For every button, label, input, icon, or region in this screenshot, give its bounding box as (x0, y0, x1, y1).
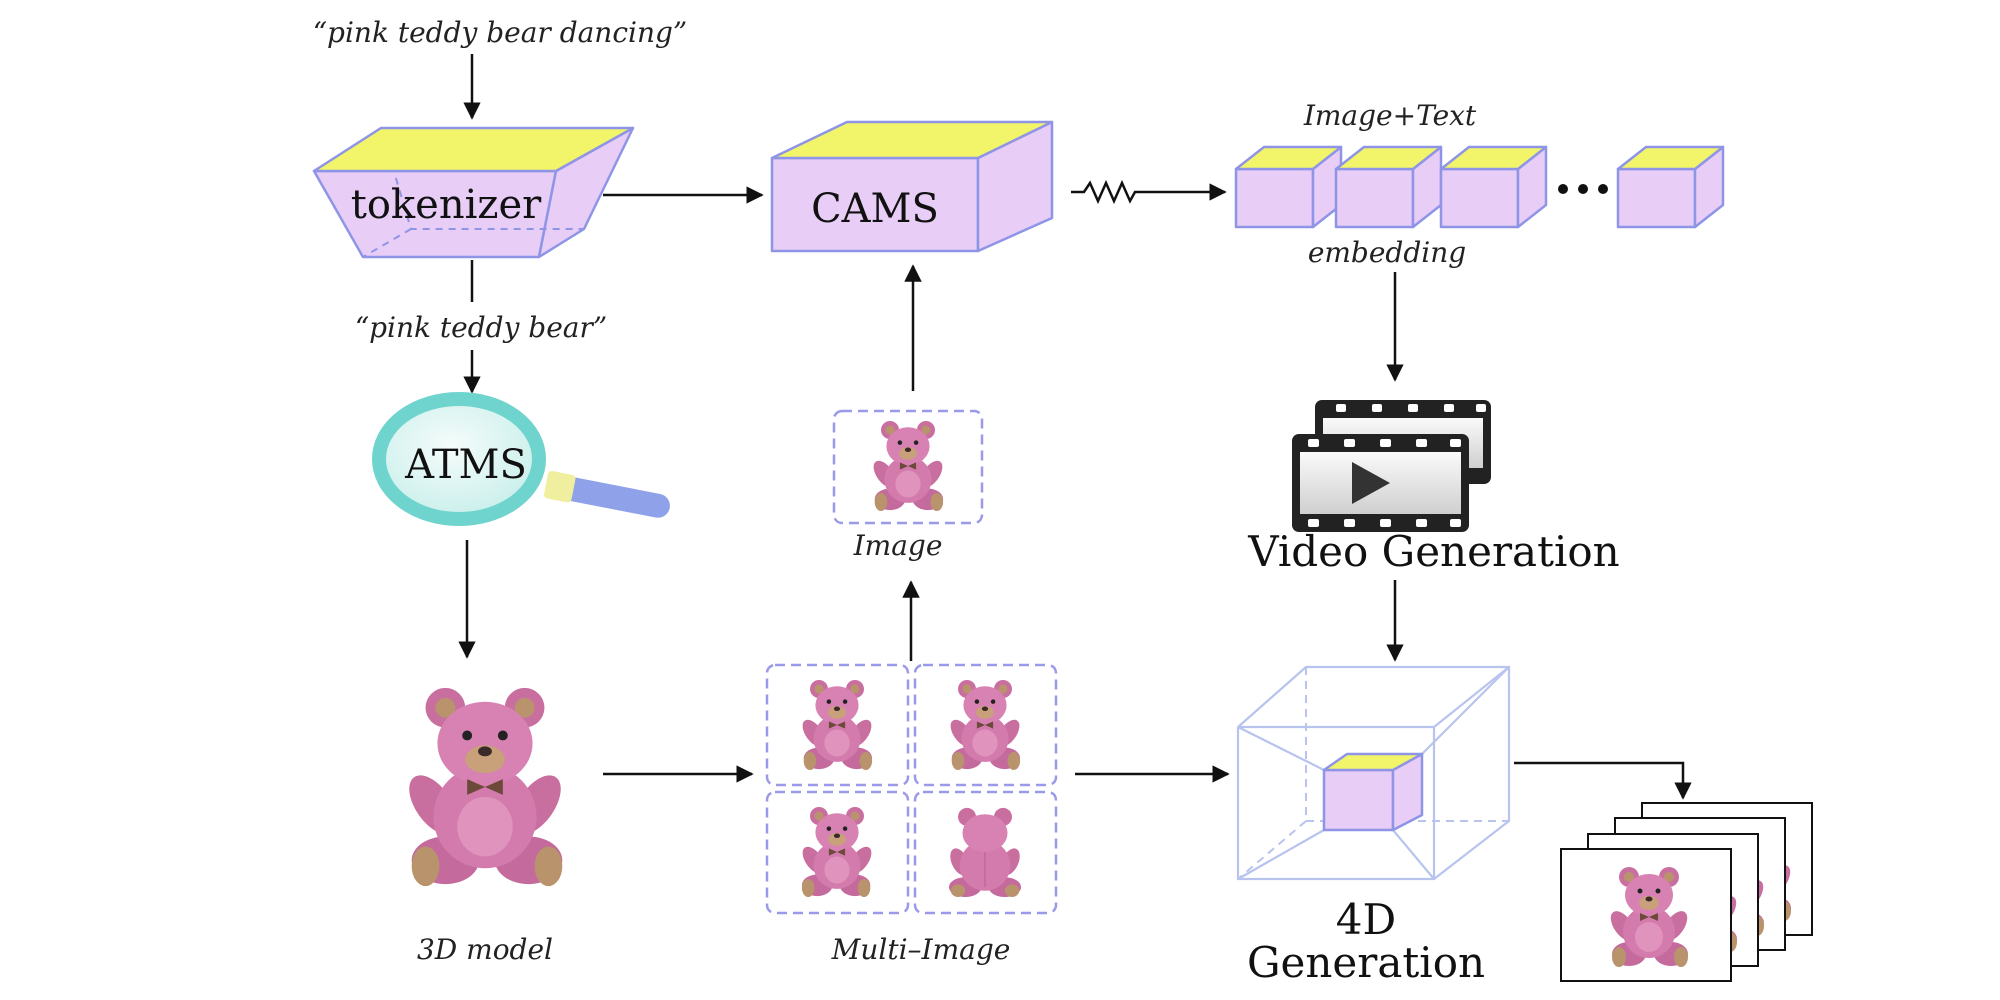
tokenizer-block: tokenizer (312, 126, 635, 259)
wireframe-cube-icon (1236, 665, 1511, 881)
arrow-4d-to-frames (1514, 761, 1692, 800)
film-strip-icon (1292, 400, 1491, 532)
zigzag-arrow-cams-to-embedding (1071, 179, 1227, 205)
video-frame (1560, 848, 1732, 982)
tokenizer-hidden-edge (362, 228, 412, 258)
cube-icon (1439, 145, 1548, 229)
cams-top-face (770, 120, 1054, 160)
magnifier-icon: ATMS (372, 392, 670, 526)
cube-icon (1616, 145, 1725, 229)
3d-model-label: 3D model (417, 933, 553, 966)
box-icon: CAMS (770, 120, 1054, 253)
atms-label: ATMS (404, 442, 527, 488)
tokenizer-top-face (312, 126, 635, 173)
cube-icon (1334, 145, 1443, 229)
4d-generation-label-line1: 4D (1336, 895, 1396, 944)
prompt-full-text: “pink teddy bear dancing” (313, 16, 688, 49)
multi-image-label: Multi–Image (831, 933, 1011, 966)
cube-icon (1234, 145, 1343, 229)
magnifier-lens (372, 392, 546, 526)
play-icon (1352, 462, 1390, 504)
video-generation-label: Video Generation (1247, 527, 1619, 576)
inner-cube (1322, 752, 1424, 832)
cams-label: CAMS (811, 186, 939, 232)
ellipsis-dots-icon (1558, 184, 1608, 194)
magnifier-handle (545, 474, 670, 518)
teddy-bear-image (399, 687, 571, 887)
image-text-label: Image+Text (1303, 99, 1477, 132)
frame-stack-icon (1560, 802, 1813, 982)
multi-image-grid (765, 663, 1058, 915)
embedding-sequence (1234, 145, 1725, 229)
image-label: Image (853, 529, 943, 562)
magnifier-collar (544, 470, 576, 503)
4d-generation-label-line2: Generation (1247, 938, 1485, 987)
embedding-label: embedding (1308, 236, 1466, 269)
tokenizer-label: tokenizer (351, 182, 542, 228)
prompt-subject-text: “pink teddy bear” (355, 311, 607, 344)
